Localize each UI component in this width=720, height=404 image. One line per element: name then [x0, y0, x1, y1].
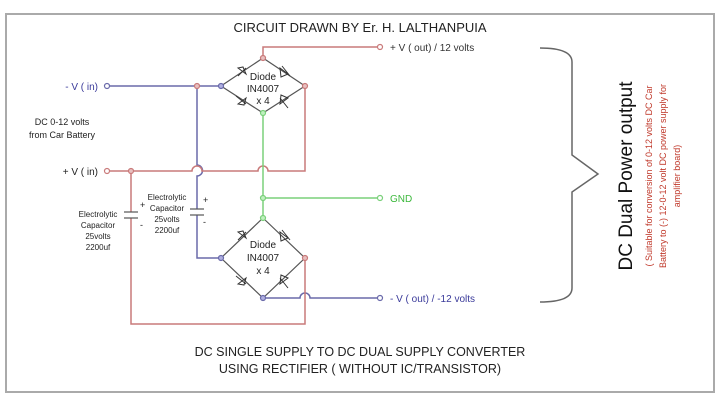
label-source-2: from Car Battery — [29, 130, 96, 140]
terminal-gnd — [376, 194, 384, 202]
bridge-bottom-label-3: x 4 — [256, 266, 270, 277]
label-neg-out: - V ( out) / -12 volts — [390, 294, 475, 305]
positive-input-net — [109, 46, 378, 325]
capacitor-middle-plus: + — [203, 195, 208, 205]
node-bridge-bottom-top — [259, 214, 267, 222]
footer-line-1: DC SINGLE SUPPLY TO DC DUAL SUPPLY CONVE… — [195, 345, 526, 359]
capacitor-left-label-2: Capacitor — [81, 221, 116, 230]
terminal-pos-in — [103, 167, 111, 175]
node-bridge-top-top — [259, 54, 267, 62]
node-bridge-bottom-left — [217, 254, 225, 262]
diode-icon — [235, 229, 291, 289]
node-bridge-top-left — [217, 82, 225, 90]
capacitor-middle-label-2: Capacitor — [150, 204, 185, 213]
capacitor-left-minus: - — [140, 220, 143, 230]
diagram-title: CIRCUIT DRAWN BY Er. H. LALTHANPUIA — [233, 20, 486, 35]
capacitor-left: + - Electrolytic Capacitor 25volts 2200u… — [79, 200, 146, 252]
side-note-3: amplifier board) — [672, 145, 682, 208]
label-source-1: DC 0-12 volts — [35, 117, 90, 127]
capacitor-middle: + - Electrolytic Capacitor 25volts 2200u… — [148, 193, 209, 235]
side-note-2: Battery to (-) 12-0-12 volt DC power sup… — [658, 84, 668, 268]
diode-icon — [235, 65, 291, 109]
node-bridge-bottom-bottom — [259, 294, 267, 302]
terminal-pos-out — [376, 43, 384, 51]
bridge-rectifier-bottom: Diode IN4007 x 4 — [220, 217, 306, 299]
bridge-bottom-label-2: IN4007 — [247, 253, 280, 264]
side-heading: DC Dual Power output — [616, 81, 637, 271]
footer-line-2: USING RECTIFIER ( WITHOUT IC/TRANSISTOR) — [219, 362, 501, 376]
terminal-neg-out — [376, 294, 384, 302]
capacitor-left-label-3: 25volts — [85, 232, 110, 241]
terminal-neg-in — [103, 82, 111, 90]
bridge-bottom-label-1: Diode — [250, 240, 277, 251]
node-pos-junction — [127, 167, 135, 175]
capacitor-middle-minus: - — [203, 217, 206, 227]
capacitor-middle-label-1: Electrolytic — [148, 193, 187, 202]
ground-net — [262, 113, 378, 218]
node-neg-junction — [193, 82, 201, 90]
capacitor-left-label-1: Electrolytic — [79, 210, 118, 219]
node-gnd-junction — [259, 194, 267, 202]
capacitor-left-label-4: 2200uf — [86, 243, 111, 252]
capacitor-middle-label-4: 2200uf — [155, 226, 180, 235]
bridge-top-label-2: IN4007 — [247, 84, 280, 95]
output-brace — [539, 47, 600, 303]
node-bridge-bottom-right — [301, 254, 309, 262]
label-gnd: GND — [390, 194, 412, 205]
diagram-frame — [5, 13, 715, 393]
node-bridge-top-bottom — [259, 109, 267, 117]
label-neg-in: - V ( in) — [65, 82, 98, 93]
bridge-rectifier-top: Diode IN4007 x 4 — [219, 57, 307, 114]
label-pos-in: + V ( in) — [63, 167, 98, 178]
label-pos-out: + V ( out) / 12 volts — [390, 43, 474, 54]
negative-input-net — [109, 85, 378, 299]
side-note-1: ( Suitable for conversion of 0-12 volts … — [644, 85, 654, 266]
bridge-top-label-3: x 4 — [256, 96, 270, 107]
capacitor-middle-label-3: 25volts — [154, 215, 179, 224]
capacitor-left-plus: + — [140, 200, 145, 210]
node-bridge-top-right — [301, 82, 309, 90]
bridge-top-label-1: Diode — [250, 72, 277, 83]
junction-nodes — [103, 43, 384, 302]
